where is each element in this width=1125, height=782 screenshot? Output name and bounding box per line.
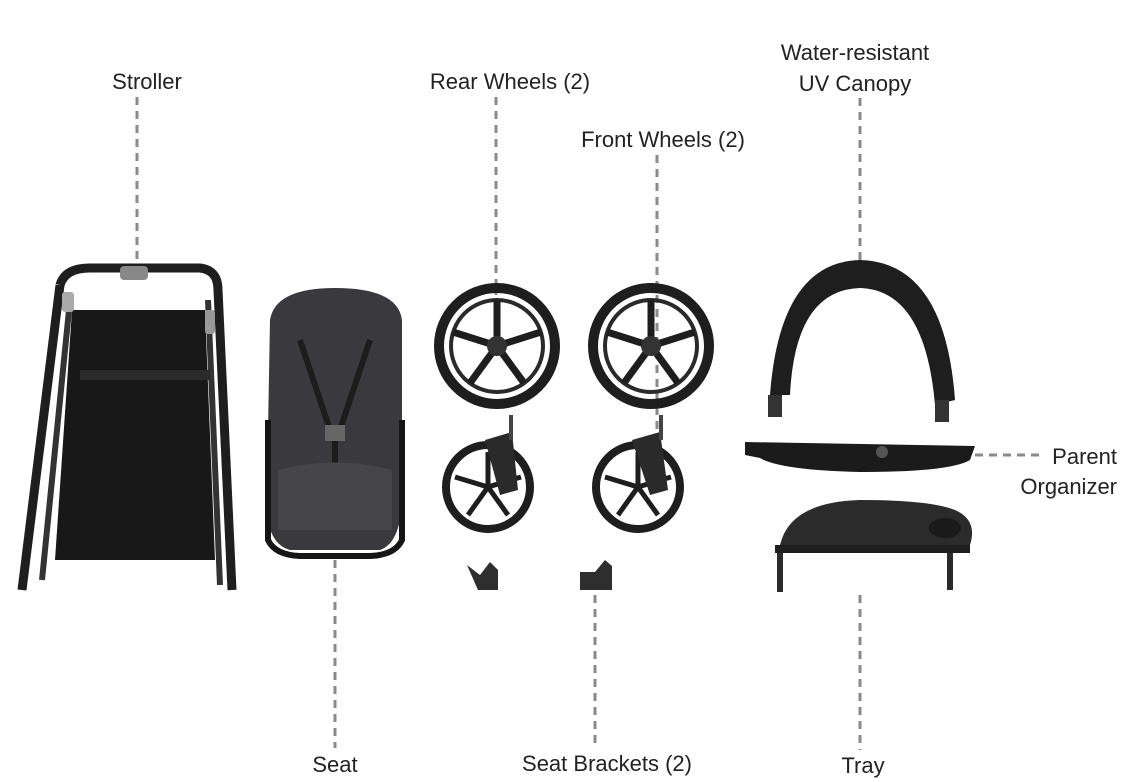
tray-image — [775, 500, 973, 592]
canopy-image — [768, 260, 955, 422]
label-front-wheels: Front Wheels (2) — [581, 127, 745, 152]
label-canopy-line1: Water-resistant — [780, 40, 930, 65]
seat-image — [265, 288, 405, 559]
front-wheel-left-image — [442, 415, 534, 533]
leader-lines — [135, 97, 1040, 750]
label-tray: Tray — [841, 753, 885, 778]
rear-wheel-left-image — [434, 283, 560, 409]
label-stroller: Stroller — [112, 69, 182, 94]
label-organizer-line2: Organizer — [1020, 474, 1117, 499]
label-seat: Seat — [312, 752, 358, 777]
label-rear-wheels: Rear Wheels (2) — [429, 69, 591, 94]
front-wheel-right-image — [592, 415, 684, 533]
label-seat-brackets: Seat Brackets (2) — [522, 751, 692, 776]
seat-brackets-image — [467, 560, 612, 590]
parent-organizer-image — [745, 442, 975, 472]
rear-wheel-right-image — [588, 283, 714, 409]
label-canopy-line2: UV Canopy — [798, 71, 912, 96]
label-organizer-line1: Parent — [1052, 444, 1117, 469]
stroller-frame-image — [17, 263, 237, 591]
